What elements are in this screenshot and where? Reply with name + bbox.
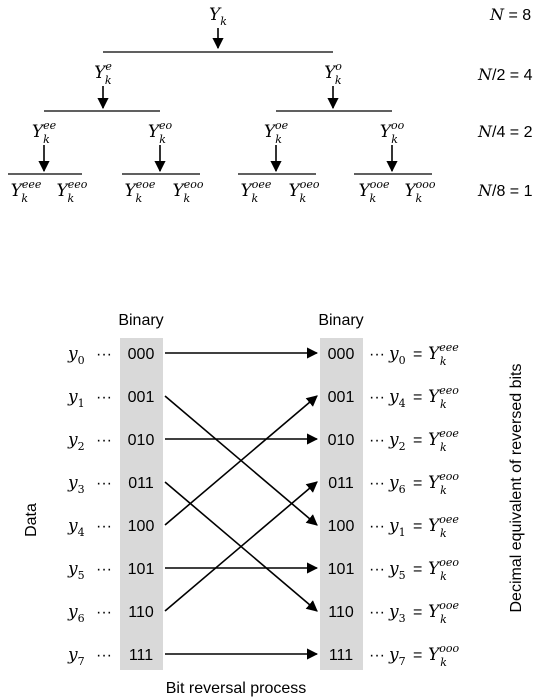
right-binary-value: 011 [328, 475, 354, 492]
equals-sign: = [413, 346, 422, 363]
dots: ··· [369, 389, 385, 406]
left-binary-value: 011 [128, 475, 154, 492]
bit-reversal-arrows [164, 347, 319, 660]
dots: ··· [96, 604, 112, 621]
left-binary-column [120, 338, 163, 670]
dots: ··· [369, 518, 385, 535]
level-size-label: N/2 = 4 [477, 65, 533, 84]
data-symbol: y3 [67, 473, 85, 496]
dots: ··· [96, 647, 112, 664]
data-symbol: y5 [67, 559, 85, 582]
dots: ··· [369, 604, 385, 621]
dots: ··· [96, 432, 112, 449]
reordered-data-symbol: y5 [388, 559, 406, 582]
dots: ··· [369, 561, 385, 578]
bit-reversal-diagram: Binary Binary Data Decimal equivalent of… [23, 312, 525, 697]
left-binary-value: 110 [128, 604, 154, 621]
bit-reversal-arrow [164, 481, 318, 612]
left-binary-value: 000 [128, 346, 155, 363]
right-binary-column [320, 338, 363, 670]
left-binary-value: 010 [128, 432, 155, 449]
bit-reversal-caption: Bit reversal process [166, 680, 307, 697]
left-binary-value: 111 [129, 647, 153, 664]
dots: ··· [96, 518, 112, 535]
data-symbol: y4 [67, 516, 85, 539]
data-symbol: y1 [67, 387, 85, 410]
right-binary-value: 000 [328, 346, 355, 363]
right-binary-value: 010 [328, 432, 355, 449]
reordered-data-symbol: y3 [388, 602, 406, 625]
level-size-label: N = 8 [489, 5, 531, 24]
dots: ··· [369, 475, 385, 492]
data-symbol: y2 [67, 430, 85, 453]
decimal-equivalent-label: Decimal equivalent of reversed bits [508, 363, 525, 612]
right-binary-value: 111 [329, 647, 353, 664]
bit-reversal-arrow [164, 395, 318, 526]
equals-sign: = [413, 475, 422, 492]
right-binary-value: 100 [328, 518, 355, 535]
left-binary-value: 101 [128, 561, 155, 578]
reordered-data-symbol: y4 [388, 387, 406, 410]
reordered-data-symbol: y7 [388, 645, 406, 668]
left-binary-value: 100 [128, 518, 155, 535]
equals-sign: = [413, 389, 422, 406]
data-label: Data [23, 503, 40, 537]
left-binary-value: 001 [128, 389, 155, 406]
level-size-label: N/4 = 2 [477, 122, 533, 141]
equals-sign: = [413, 561, 422, 578]
left-rows: y0 ··· 000 y1 ··· 001 y2 ··· 010 y3 ··· 011 y4 ··· 100… [67, 344, 154, 668]
dots: ··· [369, 647, 385, 664]
tree-connectors [8, 28, 432, 175]
reordered-data-symbol: y0 [388, 344, 406, 367]
level-size-label: N/8 = 1 [477, 181, 533, 200]
data-symbol: y0 [67, 344, 85, 367]
equals-sign: = [413, 432, 422, 449]
data-symbol: y7 [67, 645, 85, 668]
reordered-data-symbol: y2 [388, 430, 406, 453]
dots: ··· [96, 346, 112, 363]
right-binary-value: 110 [328, 604, 354, 621]
dots: ··· [96, 389, 112, 406]
equals-sign: = [413, 604, 422, 621]
equals-sign: = [413, 647, 422, 664]
right-binary-value: 101 [328, 561, 355, 578]
tree-node-root: Yk [209, 5, 227, 28]
dots: ··· [96, 561, 112, 578]
dots: ··· [369, 432, 385, 449]
reordered-data-symbol: y1 [388, 516, 406, 539]
dots: ··· [96, 475, 112, 492]
equals-sign: = [413, 518, 422, 535]
data-symbol: y6 [67, 602, 85, 625]
right-binary-header: Binary [318, 312, 363, 329]
right-binary-value: 001 [328, 389, 355, 406]
left-binary-header: Binary [118, 312, 163, 329]
reordered-data-symbol: y6 [388, 473, 406, 496]
dots: ··· [369, 346, 385, 363]
